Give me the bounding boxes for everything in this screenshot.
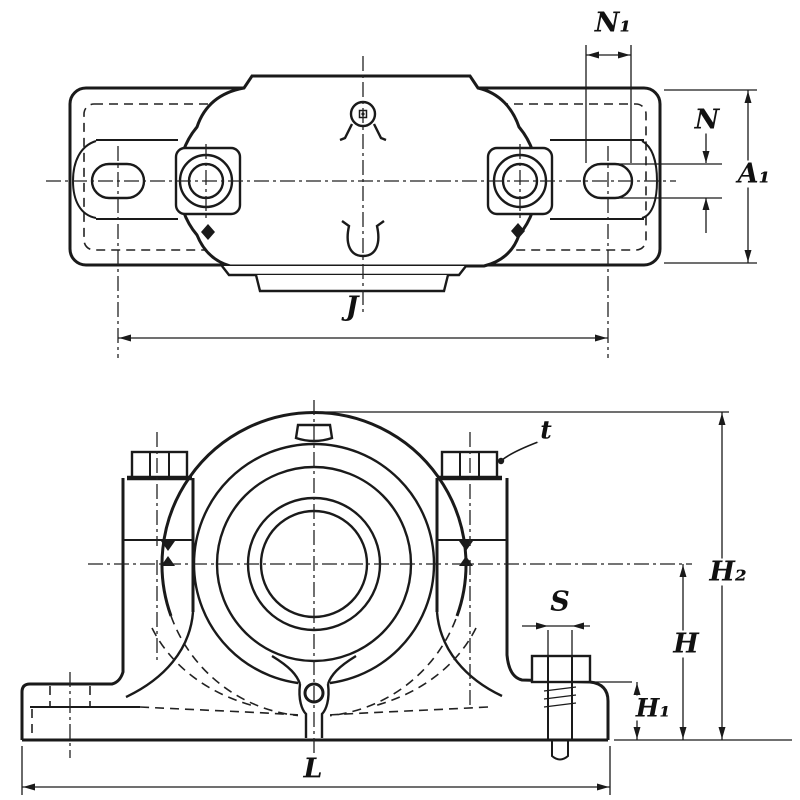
dim-t-leader: [501, 441, 539, 461]
pad-edge-left: [96, 139, 178, 220]
dim-label-t: t: [537, 417, 555, 443]
housing-tab-outer: [221, 265, 467, 277]
top-view: [46, 56, 676, 358]
fillet-right-solid: [435, 611, 503, 698]
dim-l-lines: [21, 746, 611, 795]
centerline-bolt-holes: [205, 144, 521, 220]
dim-label-j: J: [342, 293, 362, 321]
dim-label-l: L: [300, 755, 326, 783]
pad-edge-right: [550, 139, 644, 220]
chin-fillets: [271, 654, 357, 685]
dim-label-h2: H₂: [706, 558, 750, 586]
base-face-hidden-left: [139, 706, 301, 716]
anchor-bolt: [522, 622, 592, 761]
dim-h1-lines: [587, 681, 638, 740]
diamond-mark-left: [201, 224, 215, 240]
diamond-mark-right: [511, 223, 525, 239]
dim-label-h1: H₁: [632, 695, 674, 721]
dim-label-n: N: [691, 106, 723, 134]
housing-tab-inner: [254, 274, 450, 293]
fillet-left-hidden: [151, 627, 255, 707]
base-hidden-holes: [31, 686, 91, 736]
chin-neck: [298, 683, 330, 738]
front-view: [20, 400, 692, 762]
top-view-dimensions: [118, 45, 757, 342]
dim-n-lines: [612, 128, 722, 233]
fillet-left-solid: [125, 611, 195, 699]
dim-label-h: H: [670, 630, 702, 658]
dim-label-n1: N₁: [591, 9, 635, 37]
housing-top-outline: [176, 74, 540, 268]
fillet-right-hidden: [373, 627, 477, 707]
left-post-and-base-left: [20, 478, 125, 740]
cap-bolt-left: [127, 450, 192, 481]
base-face-hidden-right: [327, 706, 489, 716]
dim-label-a1: A₁: [734, 160, 774, 188]
dim-label-s: S: [547, 588, 573, 616]
